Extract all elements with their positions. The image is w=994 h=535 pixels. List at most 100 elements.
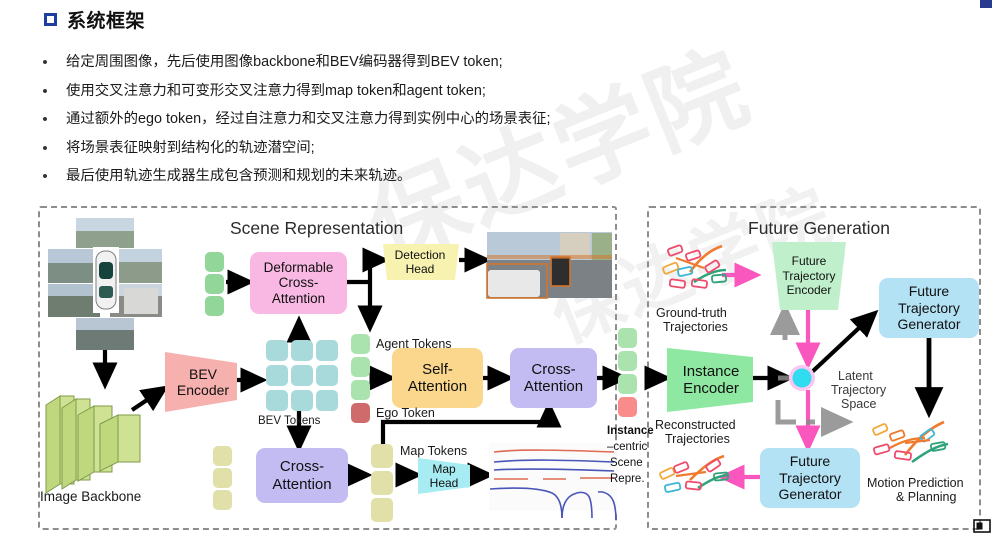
future-trajectory-generator-bottom-block[interactable]: Future Trajectory Generator	[760, 448, 860, 508]
agent-query-token	[205, 296, 224, 316]
list-item-text: 给定周围图像，先后使用图像backbone和BEV编码器得到BEV token;	[66, 54, 503, 70]
map-head-shape	[418, 458, 470, 494]
map-query-token	[213, 446, 232, 466]
future-trajectory-encoder-label: Future Trajectory Encoder	[778, 246, 840, 306]
self-attention-block[interactable]: Self- Attention	[392, 348, 483, 408]
map-lanes-illustration	[489, 443, 617, 521]
list-item-text: 通过额外的ego token，经过自注意力和交叉注意力得到实例中心的场景表征;	[66, 111, 551, 127]
bev-encoder-text: BEV Encoder	[176, 365, 230, 399]
panel-future-title: Future Generation	[748, 218, 891, 238]
bullet-dot-icon: •	[42, 82, 48, 100]
cross-attention-map-block[interactable]: Cross- Attention	[256, 448, 348, 503]
future-traj-encoder-shape	[772, 242, 846, 310]
bev-tokens-label: BEV Tokens	[258, 415, 321, 427]
self-attention-text: Self- Attention	[407, 360, 468, 396]
latent-point	[792, 368, 812, 388]
instance-centric-label-line4: Repre.	[610, 473, 645, 485]
list-item: • 将场景表征映射到结构化的轨迹潜空间;	[40, 138, 960, 167]
image-backbone-icon	[45, 395, 141, 494]
architecture-diagram: Scene Representation Future Generation	[0, 200, 994, 535]
list-item: • 使用交叉注意力和可变形交叉注意力得到map token和agent toke…	[40, 81, 960, 110]
reconstructed-trajectories-label-line1: Reconstructed	[655, 418, 736, 432]
ground-truth-trajectories-label-line1: Ground-truth	[656, 306, 727, 320]
map-token	[371, 498, 393, 522]
agent-token	[351, 357, 370, 377]
motion-prediction-label-line1: Motion Prediction	[867, 476, 964, 490]
instance-centric-label-line2: –centric	[607, 441, 648, 453]
instance-encoder-shape	[667, 348, 753, 412]
map-token	[371, 471, 393, 495]
instance-centric-label-line3: Scene	[610, 457, 643, 469]
ground-truth-trajectories-label-line2: Trajectories	[663, 320, 728, 334]
reconstructed-trajectories-label-line2: Trajectories	[665, 432, 730, 446]
future-trajectory-generator-right-text: Future Trajectory Generator	[897, 283, 961, 333]
bev-token	[291, 365, 313, 386]
page-title: 系统框架	[44, 6, 145, 33]
bev-token	[291, 390, 313, 411]
detection-result-image	[486, 232, 612, 299]
agent-tokens-label: Agent Tokens	[376, 337, 452, 351]
instance-ego-token	[618, 397, 637, 417]
list-item: • 给定周围图像，先后使用图像backbone和BEV编码器得到BEV toke…	[40, 52, 960, 81]
instance-encoder-label: Instance Encoder	[672, 352, 750, 408]
bullet-dot-icon: •	[42, 168, 48, 185]
agent-token	[351, 334, 370, 354]
map-head-text: Map Head	[429, 462, 459, 490]
surround-camera-images	[48, 218, 162, 350]
list-item-text: 使用交叉注意力和可变形交叉注意力得到map token和agent token;	[66, 82, 486, 99]
list-item: • 最后使用轨迹生成器生成包含预测和规划的未来轨迹。	[40, 166, 960, 195]
list-item-text: 将场景表征映射到结构化的轨迹潜空间;	[66, 139, 315, 156]
map-token	[371, 444, 393, 468]
bev-token	[266, 365, 288, 386]
bullet-dot-icon: •	[42, 111, 48, 128]
instance-token	[618, 351, 637, 371]
future-trajectory-generator-bottom-text: Future Trajectory Generator	[778, 453, 842, 503]
top-right-marker	[980, 0, 992, 8]
image-backbone-label: Image Backbone	[40, 489, 142, 504]
square-outline-icon	[44, 13, 57, 26]
bev-token	[316, 365, 338, 386]
map-query-token	[213, 490, 232, 510]
latent-space-label-line2: Trajectory	[831, 383, 887, 397]
bev-token	[266, 390, 288, 411]
deformable-cross-attention-text: Deformable Cross- Attention	[263, 259, 334, 306]
bev-encoder-label: BEV Encoder	[170, 356, 236, 408]
motion-prediction-icon	[872, 420, 949, 464]
ego-token-label: Ego Token	[376, 406, 435, 420]
instance-encoder-text: Instance Encoder	[682, 362, 740, 398]
deformable-cross-attention-block[interactable]: Deformable Cross- Attention	[250, 252, 347, 314]
agent-query-token	[205, 252, 224, 272]
cross-attention-block[interactable]: Cross- Attention	[510, 348, 597, 408]
panel-scene-title: Scene Representation	[230, 218, 404, 238]
detection-head-text: Detection Head	[394, 248, 446, 276]
bev-encoder-shape	[165, 352, 237, 412]
ego-token	[351, 403, 370, 423]
agent-token	[351, 380, 370, 400]
instance-token	[618, 374, 637, 394]
bev-token	[316, 340, 338, 361]
bev-token	[316, 390, 338, 411]
bullet-list: • 给定周围图像，先后使用图像backbone和BEV编码器得到BEV toke…	[40, 52, 960, 195]
instance-token	[618, 328, 637, 348]
presentation-corner-icon	[973, 519, 991, 533]
connector-layer	[45, 218, 949, 521]
instance-centric-label-line1: Instance	[607, 425, 654, 437]
map-head-label: Map Head	[420, 458, 468, 494]
list-item-text: 最后使用轨迹生成器生成包含预测和规划的未来轨迹。	[66, 168, 412, 184]
bullet-dot-icon: •	[42, 139, 48, 157]
reconstructed-trajectories-icon	[659, 454, 730, 493]
future-trajectory-generator-right-block[interactable]: Future Trajectory Generator	[879, 278, 979, 338]
detection-head-label: Detection Head	[385, 244, 455, 280]
future-trajectory-encoder-text: Future Trajectory Encoder	[782, 254, 836, 298]
latent-space-label-line3: Space	[841, 397, 877, 411]
motion-prediction-label-line2: & Planning	[896, 490, 957, 504]
bev-token	[266, 340, 288, 361]
list-item: • 通过额外的ego token，经过自注意力和交叉注意力得到实例中心的场景表征…	[40, 109, 960, 138]
cross-attention-map-text: Cross- Attention	[272, 458, 332, 493]
agent-query-token	[205, 274, 224, 294]
detection-head-shape	[383, 244, 459, 280]
page-title-text: 系统框架	[67, 11, 146, 32]
ground-truth-trajectories-icon	[662, 244, 728, 289]
map-query-token	[213, 468, 232, 488]
bullet-dot-icon: •	[42, 54, 48, 71]
